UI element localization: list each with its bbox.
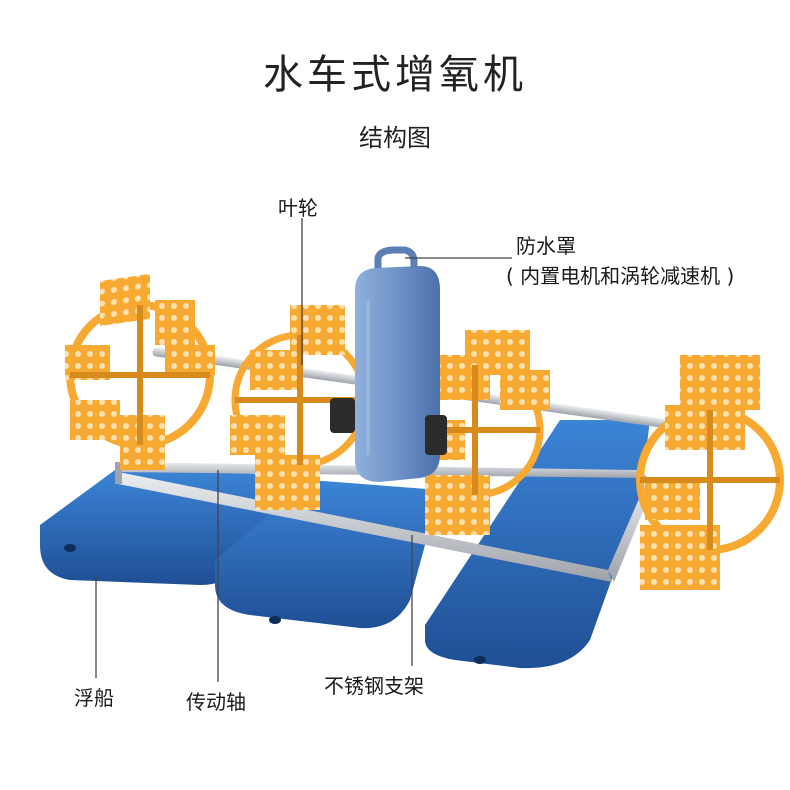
label-impeller: 叶轮 [278, 196, 318, 220]
label-drive-shaft: 传动轴 [186, 690, 246, 714]
label-waterproof-cover: 防水罩 [516, 234, 576, 258]
waterproof-cover [330, 246, 447, 482]
leader-lines [95, 218, 512, 682]
page-subtitle: 结构图 [359, 124, 431, 152]
impeller-far-left [65, 273, 215, 470]
float-pontoon-right [425, 420, 650, 669]
float-pontoon-middle [215, 480, 440, 629]
impeller-far-right [636, 355, 784, 590]
label-steel-frame: 不锈钢支架 [324, 674, 424, 698]
label-float: 浮船 [74, 686, 114, 710]
label-cover-detail: ( 内置电机和涡轮减速机 ) [506, 264, 735, 288]
page-title: 水车式增氧机 [263, 52, 527, 98]
